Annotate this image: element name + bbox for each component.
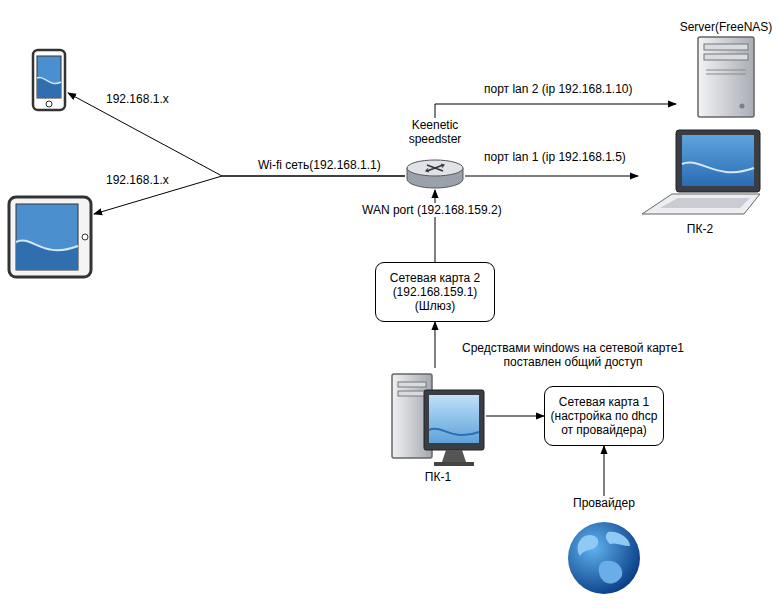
desktop-pc-icon [390,368,486,468]
node-label: ПК-1 [390,470,486,484]
server-tower-icon [676,34,776,120]
tablet-icon [6,194,94,280]
connector-arrow [486,416,544,417]
connector-arrow [435,322,436,368]
router-icon [405,158,465,190]
connector-arrow [465,176,638,177]
node-label: Провайдер [564,496,644,510]
process-box: Сетевая карта 1 (настройка по dhcp от пр… [544,386,664,446]
node-label: Сетевая карта 1 (настройка по dhcp от пр… [550,395,658,437]
pc-node: ПК-1 [390,368,486,484]
connector-arrow [435,190,436,262]
provider-node: Провайдер [564,496,644,598]
router-node: Keenetic speedster [405,118,465,190]
note-label: Wi-fi сеть(192.168.1.1) [256,158,383,172]
tablet-node [6,194,94,280]
note-label: Средствами windows на сетевой карте1 пос… [440,341,706,369]
edge-label: 192.168.1.x [104,173,171,187]
note-label: WAN port (192.168.159.2) [360,203,504,217]
node-label: Server(FreeNAS) [676,20,776,34]
phone-icon [30,48,68,112]
server-node: Server(FreeNAS) [676,20,776,120]
connector-arrow [68,93,405,176]
globe-icon [564,516,644,598]
edge-label: 192.168.1.x [104,92,171,106]
node-label: Сетевая карта 2 (192.168.159.1) (Шлюз) [381,271,489,313]
connector-arrow [435,104,676,118]
connector-arrow [604,446,605,496]
node-label: Keenetic speedster [405,118,465,146]
edge-label: порт lan 2 (ip 192.168.1.10) [482,82,635,96]
edge-label: порт lan 1 (ip 192.168.1.5) [482,150,628,164]
process-box: Сетевая карта 2 (192.168.159.1) (Шлюз) [375,262,495,322]
laptop-icon [638,128,762,218]
phone-node [30,48,68,112]
node-label: ПК-2 [638,222,762,236]
laptop-node: ПК-2 [638,128,762,236]
